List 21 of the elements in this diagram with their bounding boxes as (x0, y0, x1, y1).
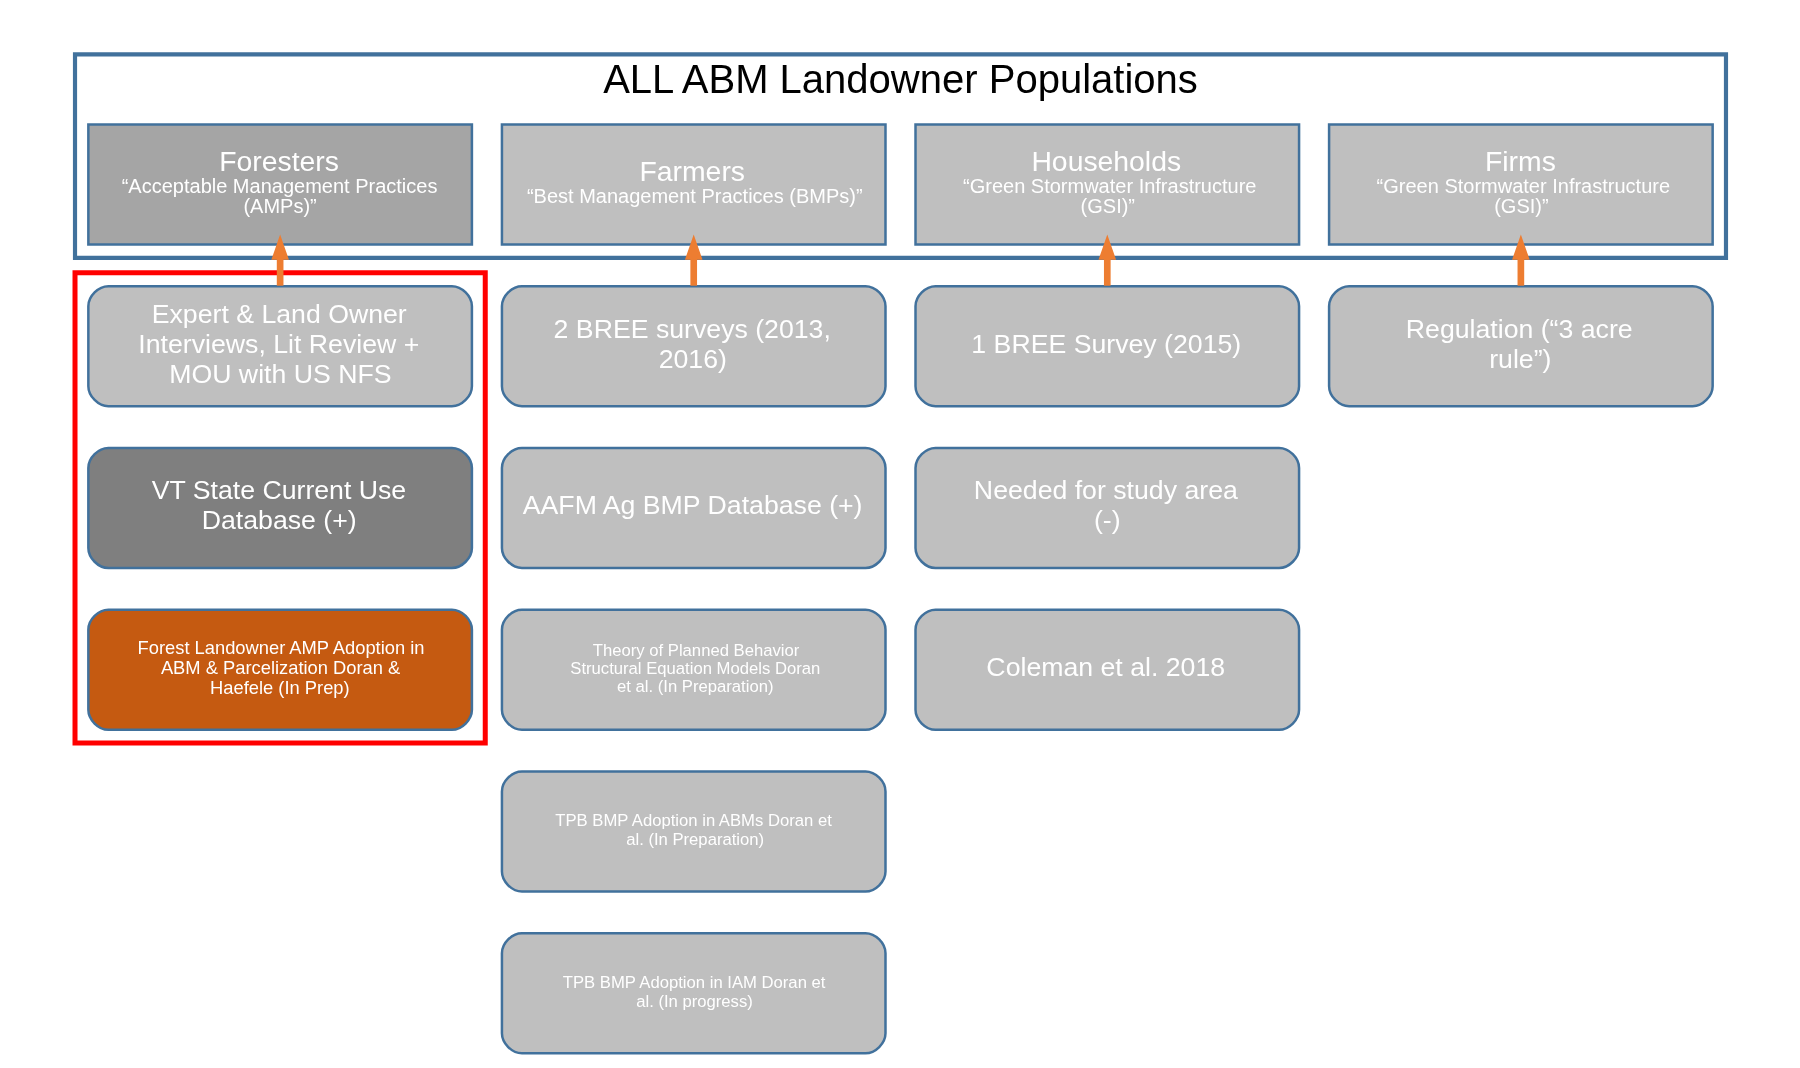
node-box: TPB BMP Adoption in IAM Doran et al. (In progress) (500, 931, 887, 1055)
arrow (270, 234, 289, 286)
node-box: Coleman et al. 2018 (913, 608, 1300, 731)
node-box: Regulation (“3 acre rule”) (1327, 284, 1714, 408)
node-box: Foresters “Acceptable Management Practices (AMPs)” (86, 123, 473, 246)
node-box: Expert & Land Owner Interviews, Lit Review + MOU with US NFS (86, 284, 473, 408)
node-box: Firms “Green Stormwater Infrastructure (GSI)” (1327, 123, 1714, 246)
arrow (1511, 234, 1530, 286)
node-box: 1 BREE Survey (2015) (913, 284, 1300, 408)
cluster (72, 270, 488, 746)
node-box: Farmers “Best Management Practices (BMPs)” (500, 123, 887, 246)
node-box: VT State Current Use Database (+) (86, 446, 473, 570)
node-box: AAFM Ag BMP Database (+) (500, 446, 887, 570)
node-box: TPB BMP Adoption in ABMs Doran et al. (In Preparation) (500, 770, 887, 893)
node-box: Households “Green Stormwater Infrastructure (GSI)” (913, 123, 1300, 246)
node-box: 2 BREE surveys (2013, 2016) (500, 284, 887, 408)
node-box: Forest Landowner AMP Adoption in ABM & Parcelization Doran & Haefele (In Prep) (86, 608, 473, 731)
arrow (684, 234, 702, 286)
node-box: Needed for study area (-) (913, 446, 1300, 570)
node-box: Theory of Planned Behavior Structural Equation Models Doran et al. (In Preparation) (500, 608, 887, 731)
arrow (1098, 234, 1116, 286)
